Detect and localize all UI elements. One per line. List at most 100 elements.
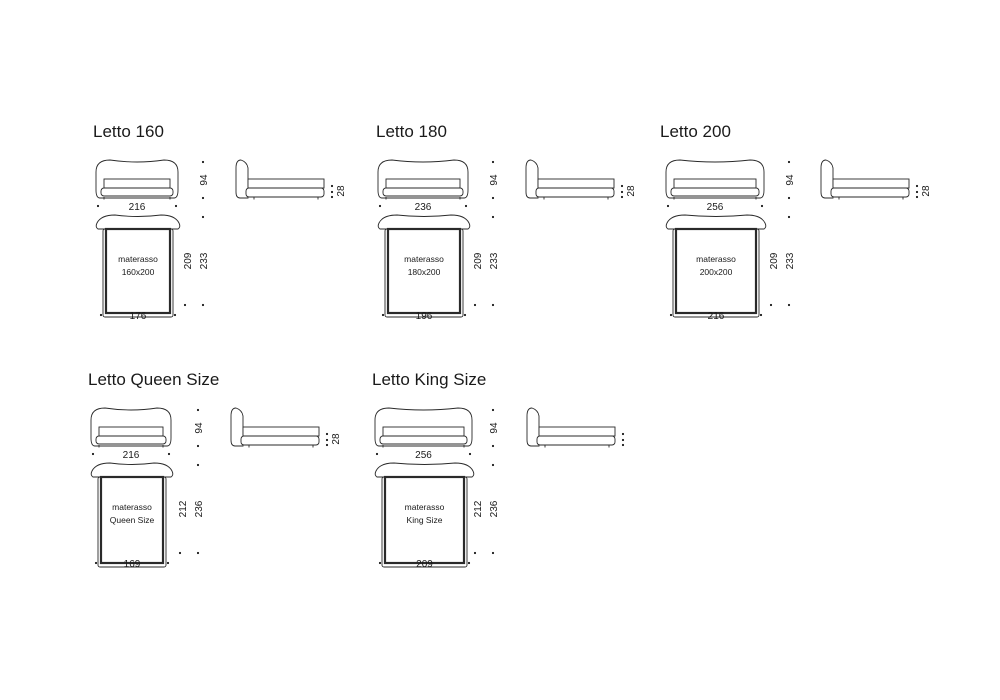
dimension-tick bbox=[787, 196, 791, 200]
dimension-tick bbox=[787, 215, 791, 219]
dimension-tick bbox=[166, 561, 170, 565]
dimension-tick bbox=[669, 313, 673, 317]
dimension-tick bbox=[491, 160, 495, 164]
dimension-tick bbox=[468, 452, 472, 456]
total-length-label: 236 bbox=[489, 500, 500, 517]
dimension-tick bbox=[325, 438, 329, 442]
dimension-tick bbox=[915, 190, 919, 194]
headboard-plan bbox=[665, 214, 767, 230]
mattress-front bbox=[385, 178, 461, 189]
front-width-label: 256 bbox=[415, 450, 432, 461]
side-view: 28 bbox=[235, 159, 347, 200]
mattress-front bbox=[382, 426, 465, 437]
dimension-tick bbox=[491, 408, 495, 412]
side-view bbox=[526, 407, 625, 448]
height-label: 94 bbox=[199, 174, 210, 186]
bed-base-front bbox=[95, 435, 167, 445]
dimension-tick bbox=[173, 313, 177, 317]
headboard-side bbox=[230, 407, 244, 447]
side-height-label: 28 bbox=[331, 433, 342, 445]
mattress-label: materasso bbox=[405, 502, 445, 512]
bed-base-side bbox=[536, 435, 616, 446]
dimension-tick bbox=[473, 303, 477, 307]
mattress-front bbox=[98, 426, 164, 437]
mattress-outline bbox=[99, 475, 165, 565]
dimension-tick bbox=[94, 561, 98, 565]
side-view: 28 bbox=[820, 159, 932, 200]
mattress-length-label: 209 bbox=[183, 252, 194, 269]
side-view: 28 bbox=[525, 159, 637, 200]
plan-width-label: 216 bbox=[708, 311, 725, 322]
bed-title: Letto King Size bbox=[372, 370, 486, 389]
plan-width-label: 209 bbox=[416, 559, 433, 570]
dimension-tick bbox=[201, 215, 205, 219]
bed-base-front bbox=[100, 187, 174, 197]
dimension-tick bbox=[491, 463, 495, 467]
dimension-tick bbox=[759, 313, 763, 317]
front-view: 216 bbox=[90, 407, 172, 461]
front-width-label: 236 bbox=[415, 202, 432, 213]
side-view: 28 bbox=[230, 407, 342, 448]
mattress-length-label: 209 bbox=[473, 252, 484, 269]
dimension-tick bbox=[491, 551, 495, 555]
dimension-tick bbox=[375, 452, 379, 456]
bed-title: Letto 180 bbox=[376, 122, 447, 141]
dimension-tick bbox=[666, 204, 670, 208]
total-length-label: 233 bbox=[489, 252, 500, 269]
dimension-tick bbox=[621, 432, 625, 436]
mattress-size: 180x200 bbox=[408, 267, 441, 277]
dimension-tick bbox=[787, 160, 791, 164]
dimension-tick bbox=[201, 160, 205, 164]
dimension-tick bbox=[491, 303, 495, 307]
bed-base-front bbox=[379, 435, 468, 445]
mattress-outline bbox=[383, 475, 466, 565]
dimension-tick bbox=[491, 196, 495, 200]
mattress-label: materasso bbox=[404, 254, 444, 264]
headboard-side bbox=[525, 159, 539, 199]
mattress-length-label: 212 bbox=[178, 500, 189, 517]
dimension-tick bbox=[467, 561, 471, 565]
height-label: 94 bbox=[489, 174, 500, 186]
front-width-label: 216 bbox=[123, 450, 140, 461]
dimension-tick bbox=[473, 551, 477, 555]
mattress-side bbox=[538, 426, 616, 437]
bed-base-side bbox=[245, 187, 325, 198]
dimension-tick bbox=[96, 204, 100, 208]
mattress-front bbox=[103, 178, 171, 189]
side-height-label: 28 bbox=[336, 185, 347, 197]
dimension-tick bbox=[378, 561, 382, 565]
headboard-plan bbox=[95, 214, 181, 230]
dimension-tick bbox=[915, 195, 919, 199]
dimension-tick bbox=[330, 190, 334, 194]
total-length-label: 233 bbox=[199, 252, 210, 269]
mattress-size: Queen Size bbox=[110, 515, 155, 525]
front-view: 256 bbox=[665, 159, 765, 213]
dimension-tick bbox=[621, 438, 625, 442]
mattress-side bbox=[537, 178, 615, 189]
dimension-tick bbox=[620, 190, 624, 194]
headboard-plan bbox=[90, 462, 174, 478]
dimension-tick bbox=[621, 443, 625, 447]
total-length-label: 233 bbox=[785, 252, 796, 269]
front-width-label: 216 bbox=[129, 202, 146, 213]
dimension-tick bbox=[378, 204, 382, 208]
dimension-tick bbox=[167, 452, 171, 456]
mattress-outline bbox=[674, 227, 758, 315]
mattress-size: 160x200 bbox=[122, 267, 155, 277]
dimension-tick bbox=[330, 195, 334, 199]
mattress-length-label: 209 bbox=[769, 252, 780, 269]
dimension-tick bbox=[330, 184, 334, 188]
plan-width-label: 169 bbox=[124, 559, 141, 570]
dimension-tick bbox=[325, 432, 329, 436]
dimension-tick bbox=[196, 551, 200, 555]
headboard-side bbox=[235, 159, 249, 199]
mattress-label: materasso bbox=[118, 254, 158, 264]
dimension-tick bbox=[91, 452, 95, 456]
dimension-tick bbox=[787, 303, 791, 307]
dimension-tick bbox=[201, 303, 205, 307]
headboard-side bbox=[820, 159, 834, 199]
